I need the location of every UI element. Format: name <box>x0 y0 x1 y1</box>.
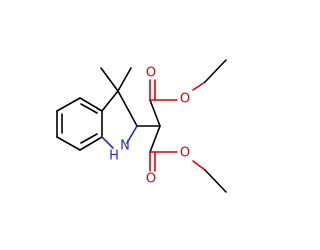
bond-ring-double-1 <box>80 103 98 114</box>
atom-o-upper-ester: O <box>180 92 190 107</box>
bond-c2-n1 <box>126 125 138 144</box>
atom-o-lower-ester: O <box>180 146 190 161</box>
atom-h-on-n: H <box>109 149 119 164</box>
bond-upper-o-ch2 <box>192 81 206 91</box>
bond-ring-1 <box>79 97 103 112</box>
molecule-structure-diagram: O O O O N H <box>56 59 227 193</box>
bond-c3-c2 <box>117 90 138 127</box>
atom-o-upper-carbonyl: O <box>146 66 156 81</box>
bond-lower-o-ch2 <box>192 160 206 171</box>
bond-ch-upper-carbonyl <box>149 99 161 127</box>
atom-n-indoline: N <box>120 139 130 154</box>
atom-o-lower-carbonyl: O <box>146 172 156 187</box>
bond-ring-6 <box>56 97 81 112</box>
bond-n1-c7a <box>101 136 114 149</box>
bond-upper-ethyl <box>204 59 227 83</box>
bond-c3a-c3 <box>101 90 119 112</box>
bond-methyl-1 <box>100 67 119 92</box>
bond-methyl-2 <box>117 67 132 92</box>
bond-lower-ethyl <box>204 169 227 193</box>
bond-ring-4 <box>56 136 81 151</box>
bond-ring-double-2 <box>80 133 98 144</box>
bond-ch-lower-carbonyl <box>149 125 161 153</box>
bond-ring-3 <box>79 136 103 151</box>
